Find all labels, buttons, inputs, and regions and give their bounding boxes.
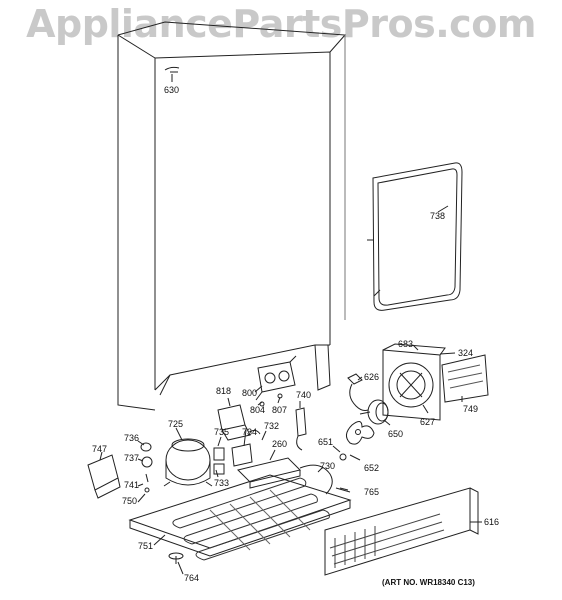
part-label-764: 764 [184, 573, 200, 583]
thermostat-drawing [296, 408, 306, 450]
part-label-733: 733 [214, 478, 230, 488]
tubing-drawing [300, 465, 350, 494]
leveling-leg-drawing [169, 553, 183, 564]
part-label-749: 749 [463, 404, 479, 414]
part-label-735: 735 [214, 427, 230, 437]
water-valve-drawing [256, 356, 296, 406]
fan-blade-drawing [340, 421, 374, 460]
rear-grille-drawing [325, 488, 478, 575]
part-label-725: 725 [168, 419, 184, 429]
part-label-807: 807 [272, 405, 288, 415]
bracket-drawing [218, 405, 250, 440]
part-label-650: 650 [388, 429, 404, 439]
part-label-730: 730 [320, 461, 336, 471]
part-label-750: 750 [122, 496, 138, 506]
part-label-732: 732 [264, 421, 280, 431]
base-pan-drawing [130, 475, 350, 556]
watermark: AppliancePartsPros.com [26, 2, 536, 46]
part-label-626: 626 [364, 372, 380, 382]
part-label-740: 740 [296, 390, 312, 400]
fan-motor-drawing [360, 400, 388, 424]
fan-shroud-drawing [383, 344, 445, 420]
part-label-818: 818 [216, 386, 232, 396]
cabinet-drawing [118, 22, 345, 410]
part-label-616: 616 [484, 517, 500, 527]
part-label-738: 738 [430, 211, 446, 221]
art-number: (ART NO. WR18340 C13) [382, 578, 475, 587]
part-label-652: 652 [364, 463, 380, 473]
condenser-coil-drawing [173, 478, 330, 560]
part-label-627: 627 [420, 417, 436, 427]
part-label-800: 800 [242, 388, 258, 398]
compressor-drawing [164, 439, 212, 486]
part-label-747: 747 [92, 444, 108, 454]
heater-loop-drawing [367, 163, 462, 310]
part-label-324: 324 [458, 348, 474, 358]
part-label-751: 751 [138, 541, 154, 551]
part-label-741: 741 [124, 480, 140, 490]
part-label-683: 683 [398, 339, 414, 349]
control-board-drawing [442, 355, 488, 402]
part-label-804: 804 [250, 405, 266, 415]
part-label-260: 260 [272, 439, 288, 449]
part-label-737: 737 [124, 453, 140, 463]
part-label-736: 736 [124, 433, 140, 443]
hardware-drawing [141, 443, 152, 492]
part-label-765: 765 [364, 487, 380, 497]
part-label-630: 630 [164, 85, 180, 95]
cord-assembly-drawing [348, 374, 368, 411]
part-label-651: 651 [318, 437, 334, 447]
part-label-734: 734 [242, 427, 258, 437]
drain-pan-drawing [238, 458, 300, 488]
leader-lines [100, 74, 482, 574]
cover-drawing [88, 455, 120, 498]
